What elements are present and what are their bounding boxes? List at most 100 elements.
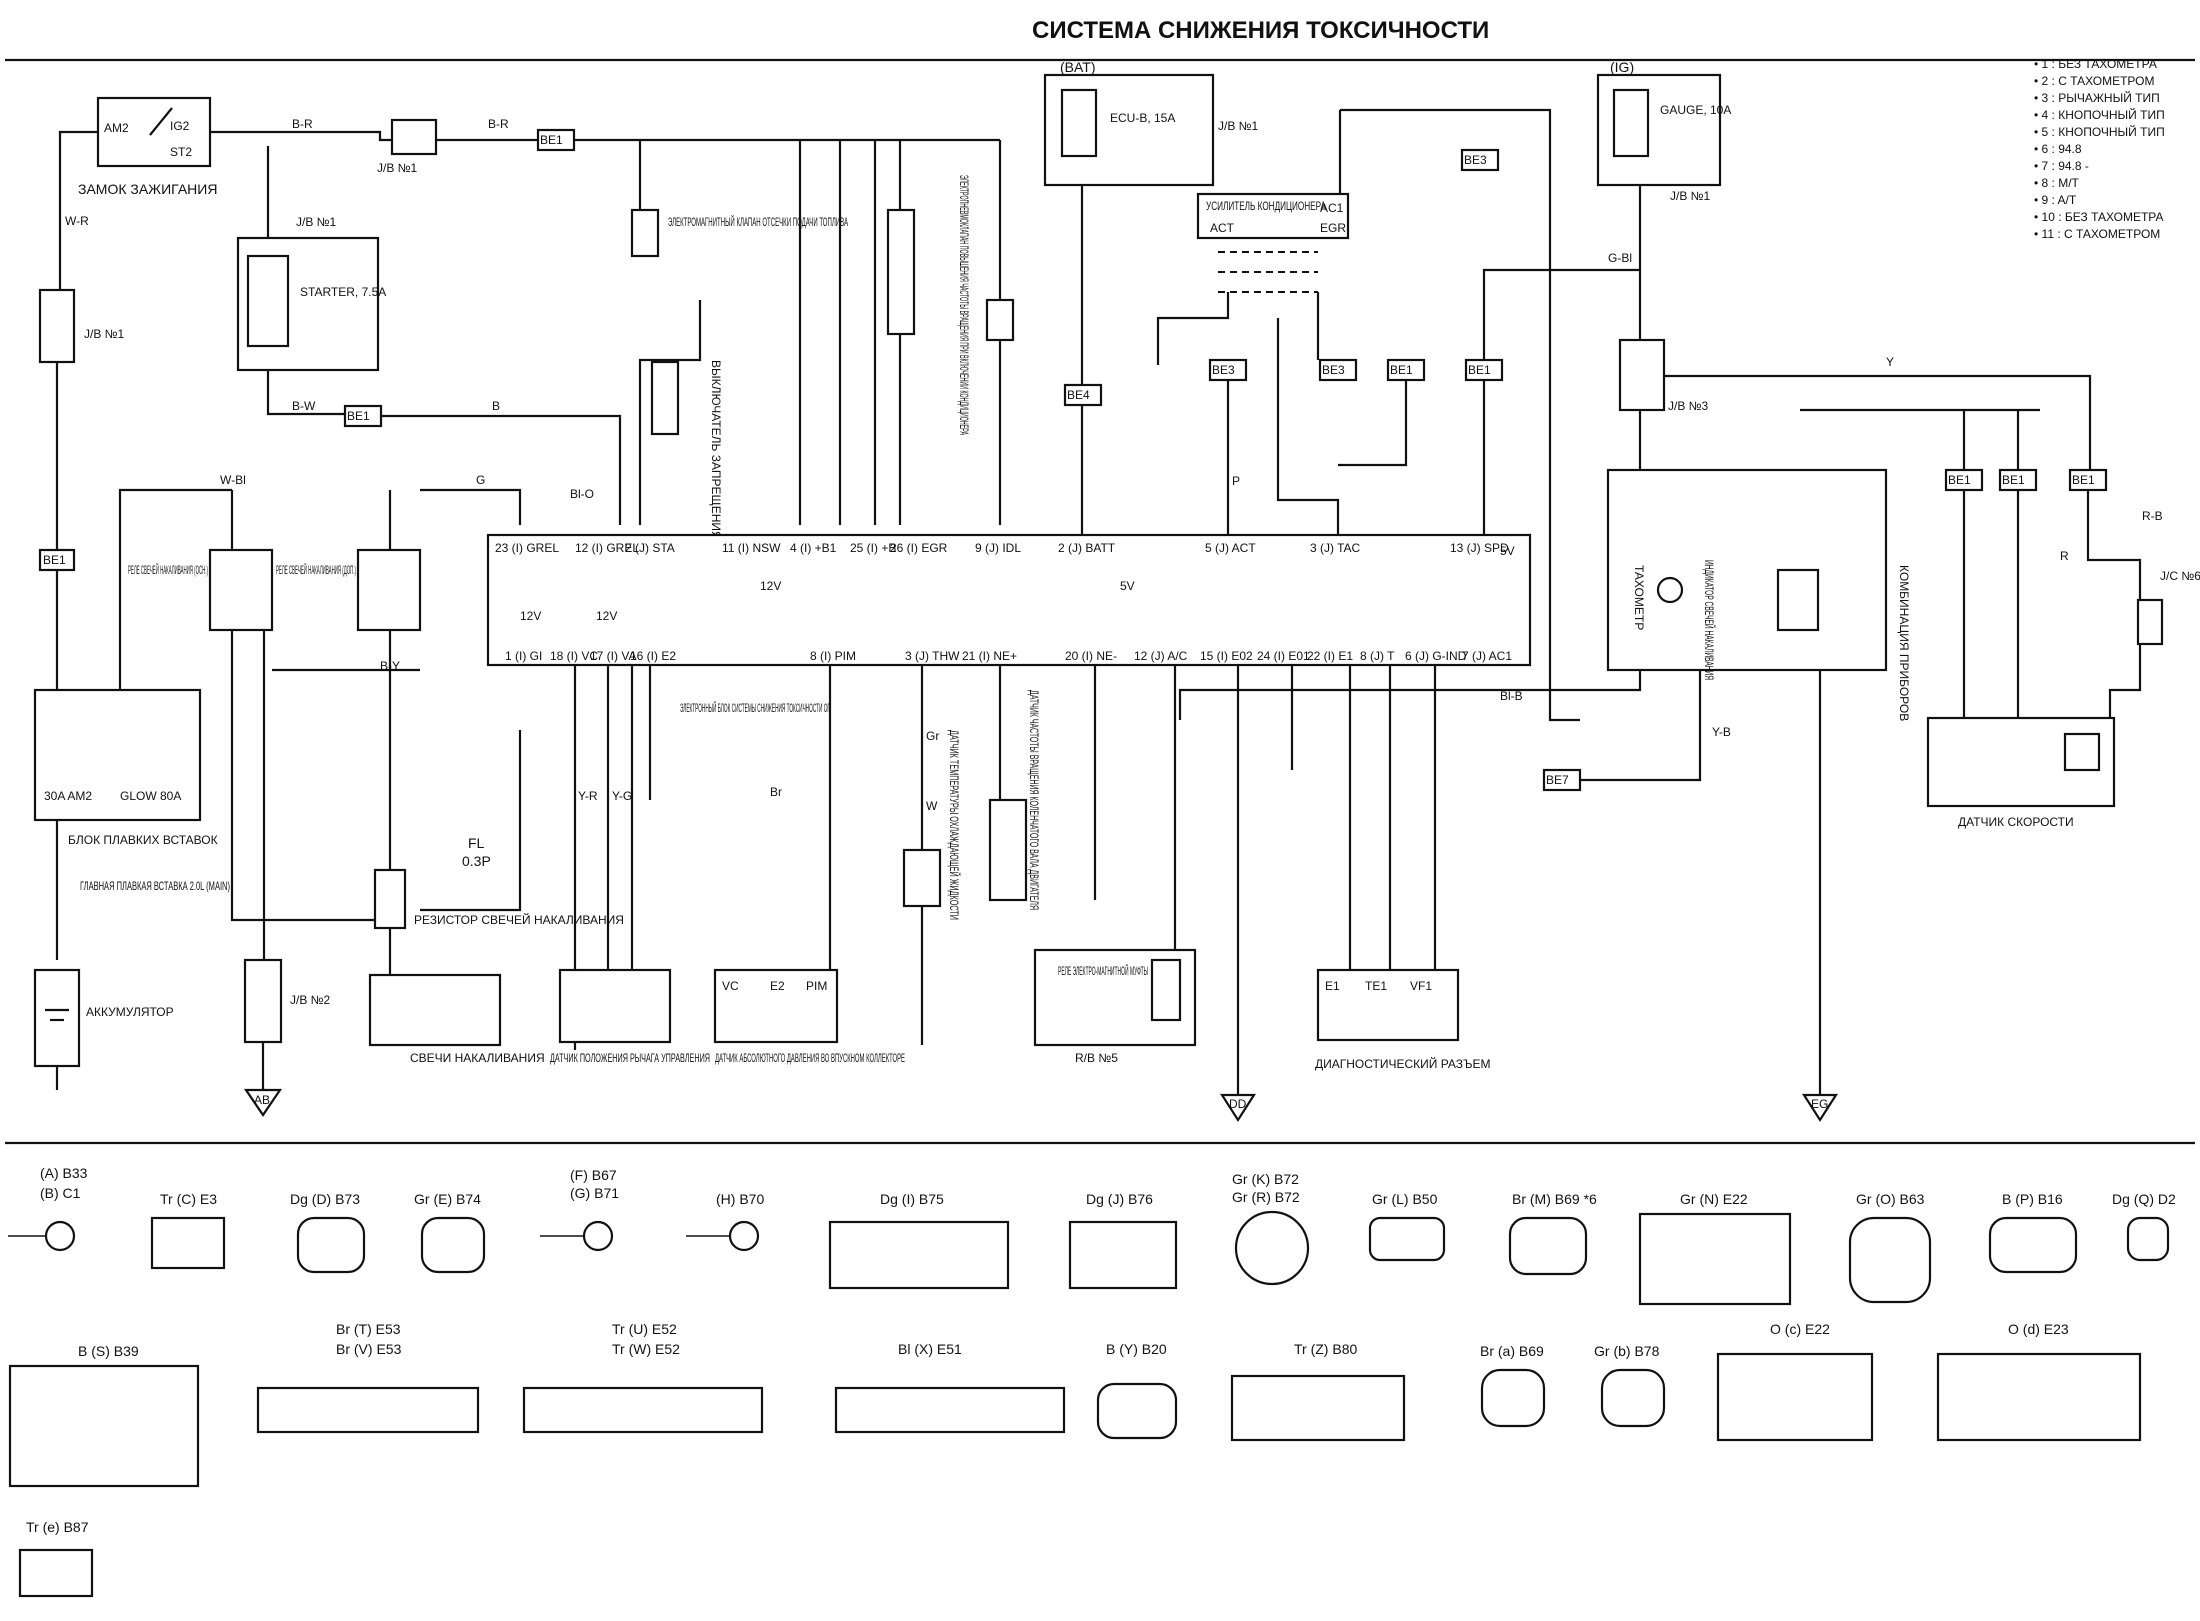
svg-text:B-W: B-W (292, 399, 316, 413)
svg-text:B-R: B-R (488, 117, 509, 131)
svg-text:(A) B33: (A) B33 (40, 1165, 88, 1181)
svg-text:13 (J) SPD: 13 (J) SPD (1450, 541, 1509, 555)
svg-text:ECU-B, 15A: ECU-B, 15A (1110, 111, 1175, 125)
svg-text:GLOW 80A: GLOW 80A (120, 789, 181, 803)
svg-text:Tr (Z) B80: Tr (Z) B80 (1294, 1341, 1357, 1357)
svg-text:W-R: W-R (65, 214, 89, 228)
svg-text:BE1: BE1 (43, 553, 66, 567)
svg-text:Tr (U) E52: Tr (U) E52 (612, 1321, 677, 1337)
svg-text:0.3P: 0.3P (462, 853, 491, 869)
ac-idle-vsv (985, 298, 1015, 342)
connector-be4-top (1460, 148, 1500, 172)
svg-text:Tr (W) E52: Tr (W) E52 (612, 1341, 680, 1357)
svg-text:Gr (N) E22: Gr (N) E22 (1680, 1191, 1748, 1207)
legend-item: • 3 : РЫЧАЖНЫЙ ТИП (2034, 90, 2160, 105)
svg-text:12V: 12V (520, 609, 541, 623)
svg-text:TE1: TE1 (1365, 979, 1387, 993)
svg-text:O (c) E22: O (c) E22 (1770, 1321, 1830, 1337)
svg-text:Y-B: Y-B (1712, 725, 1731, 739)
svg-text:Dg (D) B73: Dg (D) B73 (290, 1191, 360, 1207)
svg-text:8 (I) PIM: 8 (I) PIM (810, 649, 856, 663)
ignition-switch: AM2 IG2 ST2 ЗАМОК ЗАЖИГАНИЯ (78, 96, 217, 197)
coolant-temp-sensor (902, 848, 942, 908)
svg-text:ЭЛЕКТРОПНЕВМОКЛАПАН ПОВЫШЕНИЯ: ЭЛЕКТРОПНЕВМОКЛАПАН ПОВЫШЕНИЯ ЧАСТОТЫ ВР… (957, 175, 971, 435)
speed-sensor-coil (2063, 732, 2101, 772)
svg-text:РЕЛЕ ЭЛЕКТРО-МАГНИТНОЙ МУФТЫ: РЕЛЕ ЭЛЕКТРО-МАГНИТНОЙ МУФТЫ (1058, 963, 1148, 978)
legend-item: • 8 : M/T (2034, 176, 2080, 190)
svg-text:(F) B67: (F) B67 (570, 1167, 617, 1183)
svg-text:J/B №1: J/B №1 (1218, 119, 1259, 133)
svg-text:ДАТЧИК ЧАСТОТЫ ВРАЩЕНИЯ КОЛЕНЧ: ДАТЧИК ЧАСТОТЫ ВРАЩЕНИЯ КОЛЕНЧАТОГО ВАЛА… (1027, 690, 1041, 910)
svg-text:Bl-O: Bl-O (570, 487, 594, 501)
svg-text:VC: VC (722, 979, 739, 993)
ecu-b-fuse (1060, 88, 1098, 158)
svg-text:B (P) B16: B (P) B16 (2002, 1191, 2063, 1207)
svg-text:R: R (2060, 549, 2069, 563)
jb2-link (243, 958, 283, 1044)
svg-text:26 (I) EGR: 26 (I) EGR (890, 541, 948, 555)
svg-text:23 (I) GREL: 23 (I) GREL (495, 541, 559, 555)
legend-item: • 10 : БЕЗ ТАХОМЕТРА (2034, 210, 2164, 224)
fuel-cut-valve (630, 208, 660, 258)
svg-text:Br: Br (770, 785, 782, 799)
svg-text:АККУМУЛЯТОР: АККУМУЛЯТОР (86, 1005, 174, 1019)
svg-text:(G) B71: (G) B71 (570, 1185, 619, 1201)
svg-text:Gr (L) B50: Gr (L) B50 (1372, 1191, 1438, 1207)
ground-dd (1219, 1093, 1257, 1123)
svg-text:O (d) E23: O (d) E23 (2008, 1321, 2069, 1337)
svg-text:B (S) B39: B (S) B39 (78, 1343, 139, 1359)
svg-text:5V: 5V (1500, 544, 1515, 558)
wire-b-r (210, 130, 1000, 142)
jb1-link (390, 118, 438, 156)
svg-text:EGR: EGR (1320, 221, 1346, 235)
svg-text:(B) C1: (B) C1 (40, 1185, 81, 1201)
battery (33, 968, 81, 1068)
svg-text:Dg (Q) D2: Dg (Q) D2 (2112, 1191, 2176, 1207)
svg-text:BE3: BE3 (1464, 153, 1487, 167)
connector-views-row2: B (S) B39 Br (T) E53 Br (V) E53 Tr (U) E… (8, 1321, 2142, 1488)
svg-text:J/C №6: J/C №6 (2160, 569, 2200, 583)
glow-relay-main (208, 548, 274, 632)
svg-text:21 (I) NE+: 21 (I) NE+ (962, 649, 1017, 663)
svg-text:12 (J) A/C: 12 (J) A/C (1134, 649, 1188, 663)
glow-relay-add (356, 548, 422, 632)
map-sensor (713, 968, 839, 1044)
svg-text:20 (I) NE-: 20 (I) NE- (1065, 649, 1117, 663)
svg-text:ДАТЧИК СКОРОСТИ: ДАТЧИК СКОРОСТИ (1958, 815, 2074, 829)
egr-vsv (886, 208, 916, 336)
svg-text:Gr (R) B72: Gr (R) B72 (1232, 1189, 1300, 1205)
svg-text:Gr (E) B74: Gr (E) B74 (414, 1191, 481, 1207)
svg-text:BE7: BE7 (1546, 773, 1569, 787)
svg-text:B-R: B-R (292, 117, 313, 131)
svg-text:12V: 12V (596, 609, 617, 623)
svg-text:Dg (I) B75: Dg (I) B75 (880, 1191, 944, 1207)
junction-jc6 (2136, 598, 2164, 646)
ecu-block (486, 533, 1532, 667)
svg-text:7 (J) AC1: 7 (J) AC1 (1462, 649, 1512, 663)
connector-be7 (1542, 768, 1582, 792)
svg-text:ДИАГНОСТИЧЕСКИЙ РАЗЪЕМ: ДИАГНОСТИЧЕСКИЙ РАЗЪЕМ (1315, 1056, 1491, 1071)
svg-text:DD: DD (1229, 1097, 1247, 1111)
svg-text:PIM: PIM (806, 979, 827, 993)
ignition-switch-label: ЗАМОК ЗАЖИГАНИЯ (78, 181, 217, 197)
jb1-left-link (38, 288, 76, 364)
svg-text:18 (I) VC: 18 (I) VC (550, 649, 598, 663)
svg-text:EG: EG (1811, 1097, 1828, 1111)
svg-text:5 (J) ACT: 5 (J) ACT (1205, 541, 1256, 555)
gauge-fuse (1612, 88, 1650, 158)
svg-text:B-Y: B-Y (380, 659, 400, 673)
legend-item: • 11 : С ТАХОМЕТРОМ (2034, 227, 2160, 241)
svg-text:E2: E2 (770, 979, 785, 993)
svg-text:BE3: BE3 (1212, 363, 1235, 377)
connector-views-row1: (A) B33 (B) C1 Tr (C) E3 Dg (D) B73 Gr (… (8, 1165, 2176, 1306)
svg-text:РЕЛЕ СВЕЧЕЙ НАКАЛИВАНИЯ (ДОП.): РЕЛЕ СВЕЧЕЙ НАКАЛИВАНИЯ (ДОП.) (276, 562, 356, 577)
svg-text:ТАХОМЕТР: ТАХОМЕТР (1632, 565, 1646, 630)
legend-item: • 9 : A/T (2034, 193, 2077, 207)
svg-text:Br (T) E53: Br (T) E53 (336, 1321, 401, 1337)
svg-text:Bl-B: Bl-B (1500, 689, 1523, 703)
diagram-title: СИСТЕМА СНИЖЕНИЯ ТОКСИЧНОСТИ (1032, 17, 1489, 44)
svg-text:24 (I) E01: 24 (I) E01 (1257, 649, 1310, 663)
svg-text:J/B №1: J/B №1 (377, 161, 418, 175)
svg-text:17 (I) VA: 17 (I) VA (590, 649, 636, 663)
